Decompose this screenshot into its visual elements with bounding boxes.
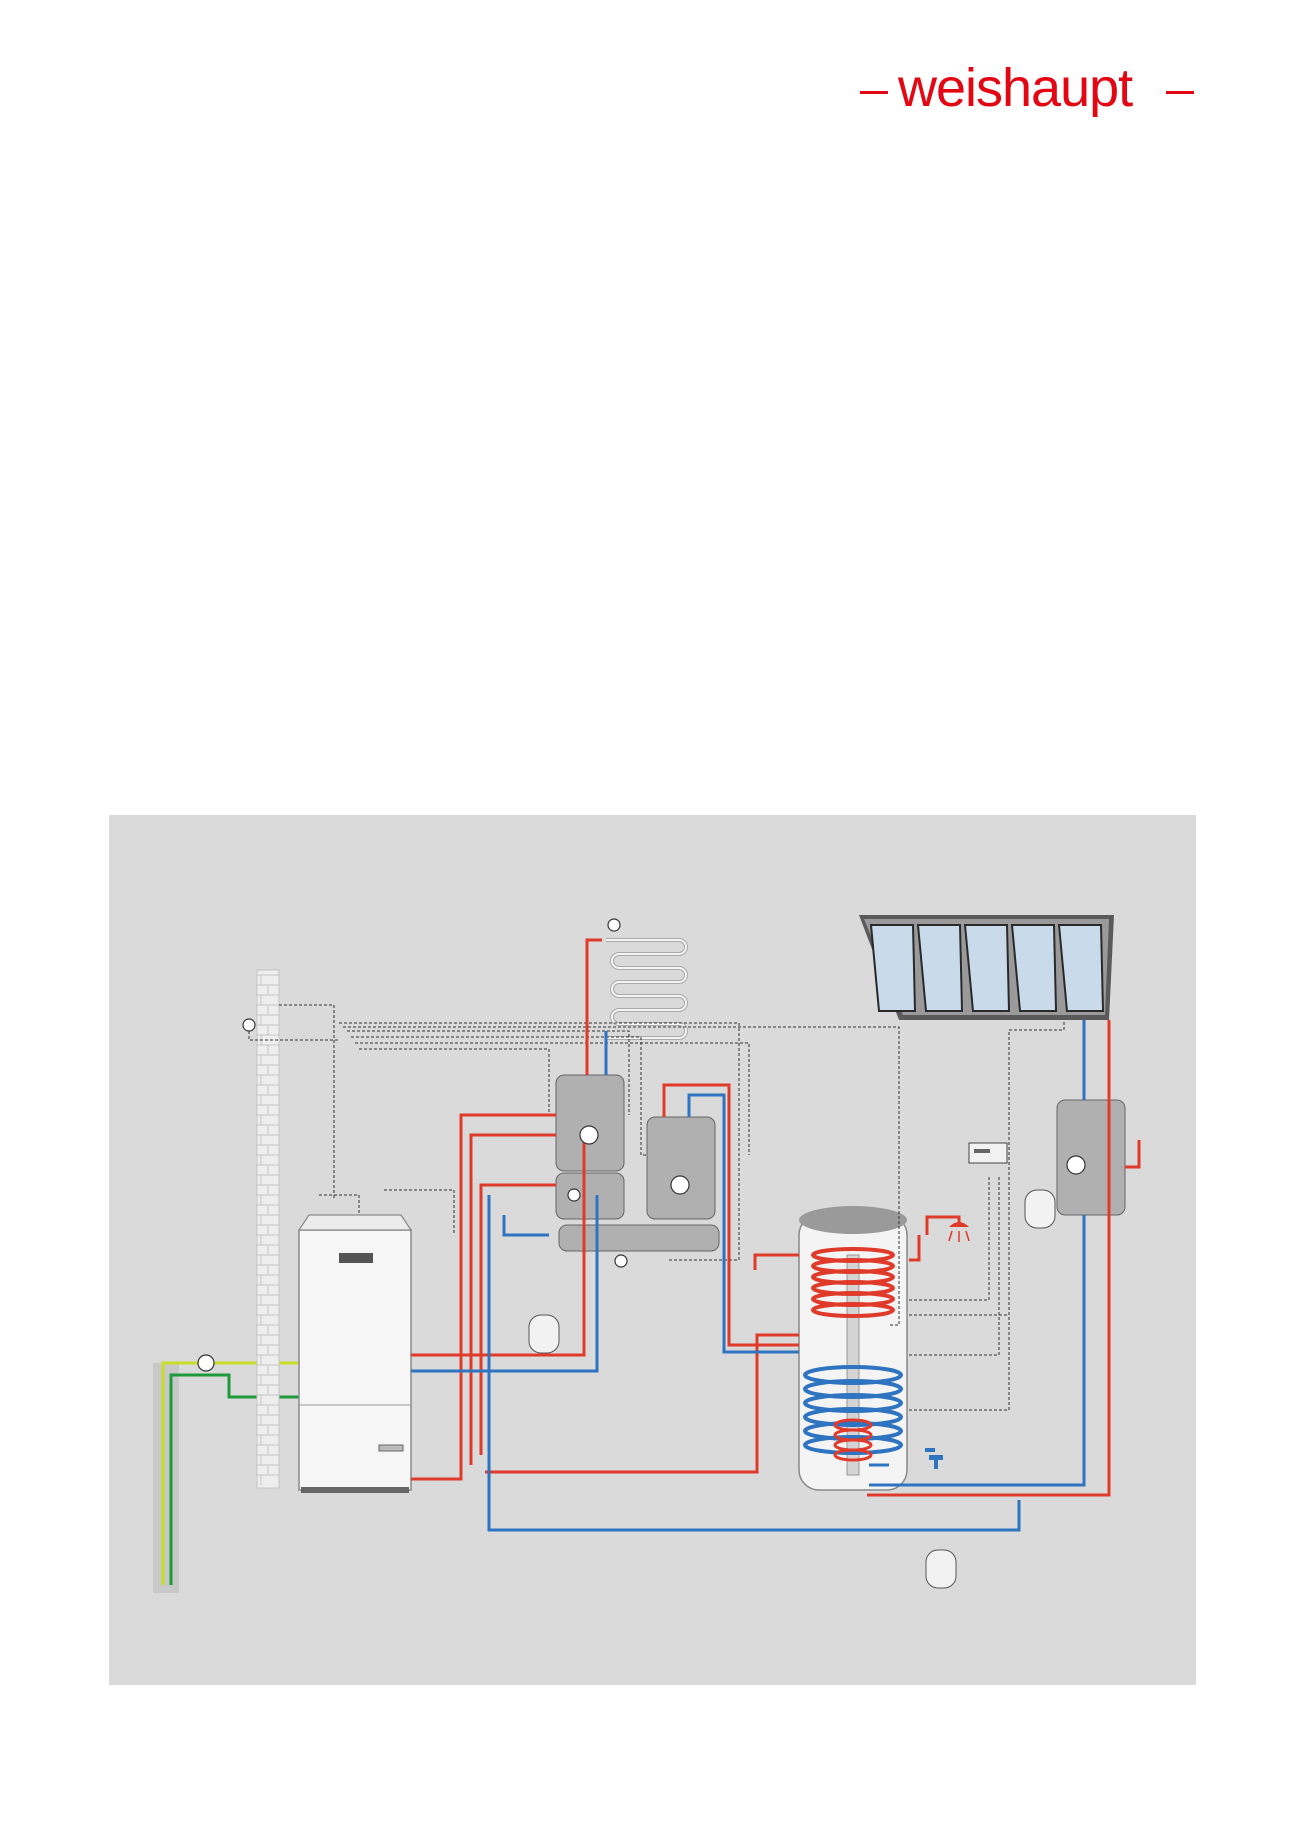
underfloor-heating-loop-icon [606, 938, 688, 1040]
ground-probe-icon [153, 1361, 299, 1593]
controller-icon [968, 1142, 1008, 1164]
heating-system-diagram [109, 815, 1196, 1685]
dhw-storage-tank-icon [798, 1206, 908, 1491]
brick-wall-icon [256, 969, 280, 1489]
solar-collector-icon [859, 915, 1114, 1020]
heat-pump-unit [297, 1214, 413, 1493]
logo-dash-left [860, 91, 888, 94]
logo-dash-right [1166, 91, 1194, 94]
expansion-vessel-icon [528, 1189, 1056, 1589]
brand-name: weishaupt [898, 58, 1133, 118]
tap-icon [925, 1448, 943, 1469]
shower-icon [939, 1215, 970, 1242]
supply-pipes [411, 938, 1141, 1497]
control-lines [279, 1004, 1065, 1411]
weishaupt-logo: weishaupt [860, 58, 1200, 128]
sensor-icon [242, 1018, 339, 1041]
circulation-pump-icon [197, 918, 1086, 1372]
return-pipes [411, 1020, 1086, 1532]
